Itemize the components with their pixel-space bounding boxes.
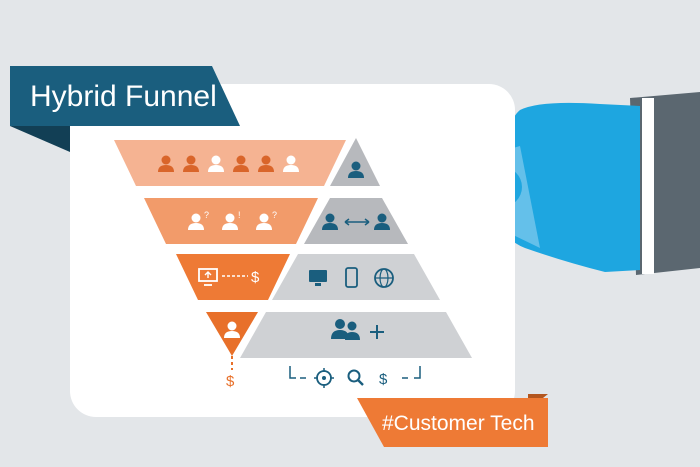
- tier4-icons: [331, 319, 384, 340]
- bracket-right: [414, 366, 421, 379]
- person-question-icon: ?: [256, 210, 277, 230]
- title-ribbon: [10, 66, 240, 126]
- funnel-tier-1: [114, 140, 346, 186]
- funnel-bottom-dollar: $: [226, 373, 235, 390]
- funnel: ? ! ? $ $: [114, 140, 346, 390]
- tier3-icons: $: [198, 268, 260, 286]
- svg-text:?: ?: [272, 210, 277, 220]
- target-icon: [314, 368, 334, 388]
- pyramid-tier-2: [304, 198, 408, 244]
- tier3-dollar: $: [251, 269, 260, 286]
- person-icon: [283, 155, 299, 172]
- cuff: [642, 98, 654, 274]
- pyramid-tier-3: [272, 254, 440, 300]
- person-icon: [258, 155, 274, 172]
- person-icon: [224, 321, 240, 338]
- sleeve: [630, 92, 700, 275]
- pyramid: $: [240, 138, 472, 388]
- tier2-icons: [322, 213, 390, 230]
- phone-icon: [345, 267, 358, 288]
- person-icon: [158, 155, 174, 172]
- person-icon: [322, 213, 338, 230]
- person-exclaim-icon: !: [222, 210, 241, 230]
- bottom-row-icons: $: [289, 366, 421, 388]
- globe-icon: [374, 268, 394, 288]
- title-fold: [10, 126, 70, 152]
- person-icon: [348, 161, 364, 178]
- card: [70, 84, 515, 417]
- tier2-icons: ? ! ?: [188, 210, 277, 230]
- pyramid-bottom-dollar: $: [379, 371, 388, 388]
- person-icon: [233, 155, 249, 172]
- person-question-icon: ?: [188, 210, 209, 230]
- tier3-icons: [309, 267, 394, 288]
- monitor-icon: [309, 270, 327, 286]
- svg-text:?: ?: [204, 210, 209, 220]
- plus-icon: [370, 325, 384, 339]
- group-icon: [331, 319, 360, 340]
- bracket-left: [289, 366, 296, 379]
- person-icon: [183, 155, 199, 172]
- title-text: Hybrid Funnel: [30, 80, 217, 113]
- search-icon: [347, 369, 364, 386]
- tag-text: #Customer Tech: [382, 412, 535, 435]
- tag-banner: #Customer Tech: [357, 394, 548, 447]
- double-arrow-icon: [344, 218, 370, 226]
- person-icon: [208, 155, 224, 172]
- funnel-tier-3: [176, 254, 290, 300]
- person-icon: [374, 213, 390, 230]
- title-banner: Hybrid Funnel: [10, 66, 240, 152]
- monitor-upload-icon: [198, 268, 218, 286]
- tier1-icons: [158, 155, 299, 172]
- svg-text:!: !: [238, 210, 241, 220]
- tag-ribbon: [357, 398, 548, 447]
